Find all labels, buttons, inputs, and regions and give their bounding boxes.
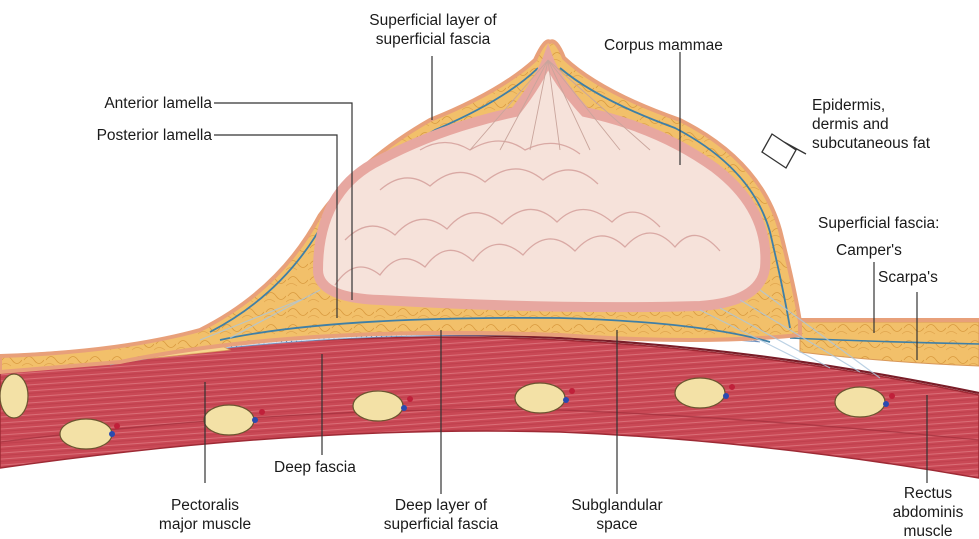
label-rectus-line1: Rectus [886, 484, 970, 503]
label-epidermis: Epidermis, dermis and subcutaneous fat [812, 96, 930, 153]
rib-5 [675, 378, 725, 408]
label-deep-layer-line1: Deep layer of [360, 496, 522, 515]
label-rectus-line2: abdominis [886, 503, 970, 522]
label-deep-fascia: Deep fascia [274, 458, 356, 477]
label-subglandular: Subglandular space [560, 496, 674, 534]
label-posterior-lamella: Posterior lamella [40, 126, 212, 145]
rib-6 [835, 387, 885, 417]
rib-1 [60, 419, 112, 449]
epidermis-bracket [762, 134, 806, 168]
label-scarpas: Scarpa's [878, 268, 938, 287]
label-pectoralis-line1: Pectoralis [135, 496, 275, 515]
corpus-mammae-gland [318, 58, 765, 307]
label-pectoralis-line2: major muscle [135, 515, 275, 534]
label-epidermis-line3: subcutaneous fat [812, 134, 930, 153]
label-rectus-line3: muscle [886, 522, 970, 539]
rib-2 [204, 405, 254, 435]
label-superficial-layer: Superficial layer of superficial fascia [338, 11, 528, 49]
label-epidermis-line1: Epidermis, [812, 96, 930, 115]
label-superficial-fascia-heading: Superficial fascia: [818, 214, 939, 233]
label-subglandular-line1: Subglandular [560, 496, 674, 515]
label-superficial-layer-line2: superficial fascia [338, 30, 528, 49]
label-subglandular-line2: space [560, 515, 674, 534]
label-epidermis-line2: dermis and [812, 115, 930, 134]
label-corpus-mammae: Corpus mammae [604, 36, 723, 55]
label-rectus: Rectus abdominis muscle [886, 484, 970, 539]
label-pectoralis: Pectoralis major muscle [135, 496, 275, 534]
label-anterior-lamella: Anterior lamella [40, 94, 212, 113]
label-superficial-layer-line1: Superficial layer of [338, 11, 528, 30]
rib-4 [515, 383, 565, 413]
rib-edge-left [0, 374, 28, 418]
label-deep-layer: Deep layer of superficial fascia [360, 496, 522, 534]
label-campers: Camper's [836, 241, 902, 260]
rib-3 [353, 391, 403, 421]
label-deep-layer-line2: superficial fascia [360, 515, 522, 534]
